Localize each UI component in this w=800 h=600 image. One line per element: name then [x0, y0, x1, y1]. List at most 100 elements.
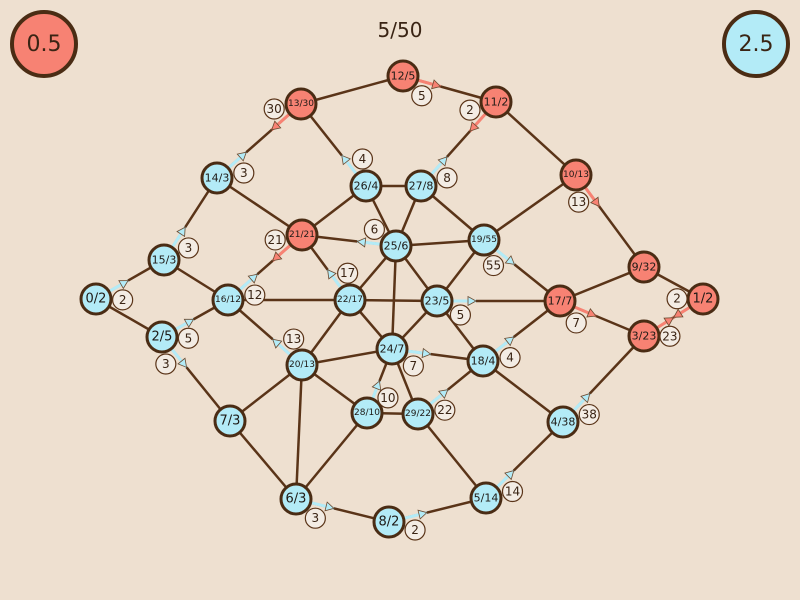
node-22-17[interactable]: 22/17	[333, 283, 367, 317]
node-9-32[interactable]: 9/32	[627, 250, 661, 284]
arrowhead-icon	[663, 317, 674, 327]
move-arrow-3-23-to-1-2	[655, 316, 675, 330]
arrowhead-icon	[431, 79, 442, 90]
red-score-badge: 0.5	[10, 10, 78, 78]
move-arrow-2-5-to-16-12	[174, 317, 195, 331]
node-label: 27/8	[409, 180, 434, 193]
edge-11-2-10-13	[495, 101, 577, 176]
node-29-22[interactable]: 29/22	[401, 397, 435, 431]
arrowhead-icon	[469, 121, 480, 132]
move-arrow-12-5-to-11-2	[417, 78, 442, 90]
move-arrow-27-8-to-11-2	[429, 155, 449, 176]
node-label: 21/21	[289, 230, 315, 240]
arrows-layer	[108, 78, 692, 520]
node-0-2[interactable]: 0/2	[79, 282, 113, 316]
arrowhead-icon	[272, 251, 283, 262]
arrow-value-label: 8	[443, 171, 451, 185]
arrowhead-icon	[324, 501, 335, 512]
move-arrow-29-22-to-18-4	[428, 388, 449, 406]
arrow-value-label: 5	[457, 308, 465, 322]
node-17-7[interactable]: 17/7	[543, 284, 577, 318]
arrow-value-badge: 2	[459, 99, 481, 121]
arrow-value-badge: 3	[233, 162, 255, 184]
move-arrow-19-55-to-17-7	[494, 248, 516, 266]
node-2-5[interactable]: 2/5	[145, 320, 179, 354]
arrow-value-label: 4	[506, 351, 514, 365]
nodes-layer[interactable]: 12/5 11/2 13/30 10/13 21/21 9/32 17/7 1/2 3/23 14…	[79, 59, 720, 539]
node-4-38[interactable]: 4/38	[546, 405, 580, 439]
node-5-14[interactable]: 5/14	[469, 481, 503, 515]
node-16-12[interactable]: 16/12	[211, 283, 245, 317]
move-arrow-6-3-to-8-2	[310, 501, 335, 512]
edge-28-10-6-3	[295, 412, 368, 500]
node-label: 2/5	[152, 330, 173, 345]
node-7-3[interactable]: 7/3	[213, 404, 247, 438]
node-label: 7/3	[220, 414, 241, 429]
arrow-value-label: 55	[486, 259, 501, 273]
arrow-value-label: 17	[340, 266, 355, 280]
node-13-30[interactable]: 13/30	[284, 87, 318, 121]
move-arrow-26-4-to-13-30	[340, 154, 358, 176]
arrow-value-badge: 8	[436, 167, 458, 189]
arrow-value-label: 5	[185, 331, 193, 345]
move-arrow-23-5-to-17-7	[452, 295, 477, 307]
arrow-value-badge: 3	[177, 237, 200, 259]
node-11-2[interactable]: 11/2	[479, 85, 513, 119]
node-20-13[interactable]: 20/13	[285, 348, 319, 382]
arrowhead-icon	[438, 389, 449, 400]
move-arrow-28-10-to-24-7	[371, 380, 382, 400]
node-6-3[interactable]: 6/3	[279, 482, 313, 516]
node-15-3[interactable]: 15/3	[147, 243, 181, 277]
node-label: 10/13	[563, 170, 589, 180]
node-24-7[interactable]: 24/7	[375, 332, 409, 366]
move-arrow-20-13-to-16-12	[271, 338, 292, 357]
node-label: 13/30	[288, 99, 314, 109]
arrowhead-icon	[417, 509, 428, 520]
arrow-value-label: 12	[247, 288, 262, 302]
move-arrow-13-30-to-14-3	[270, 112, 291, 131]
arrow-value-label: 3	[185, 241, 193, 255]
node-19-55[interactable]: 19/55	[467, 223, 501, 257]
node-21-21[interactable]: 21/21	[285, 218, 319, 252]
node-14-3[interactable]: 14/3	[200, 161, 234, 195]
node-27-8[interactable]: 27/8	[404, 169, 438, 203]
node-12-5[interactable]: 12/5	[386, 59, 420, 93]
node-10-13[interactable]: 10/13	[559, 158, 593, 192]
arrow-value-label: 7	[572, 316, 580, 330]
arrow-value-label: 3	[240, 166, 248, 180]
node-3-23[interactable]: 3/23	[627, 319, 661, 353]
node-label: 12/5	[391, 70, 416, 83]
move-arrow-21-21-to-16-12	[271, 243, 292, 262]
node-label: 18/4	[471, 355, 496, 368]
node-28-10[interactable]: 28/10	[350, 396, 384, 430]
node-26-4[interactable]: 26/4	[349, 169, 383, 203]
arrow-value-label: 4	[359, 152, 367, 166]
move-arrow-10-13-to-9-32	[583, 186, 601, 208]
node-label: 14/3	[205, 172, 230, 185]
arrowhead-icon	[503, 336, 515, 347]
arrowhead-icon	[673, 308, 684, 318]
arrow-value-badge: 13	[283, 328, 305, 350]
node-25-6[interactable]: 25/6	[379, 229, 413, 263]
node-label: 24/7	[380, 343, 405, 356]
node-8-2[interactable]: 8/2	[372, 505, 406, 539]
arrow-value-label: 23	[662, 329, 677, 343]
arrowhead-icon	[580, 393, 591, 404]
arrowhead-icon	[176, 226, 186, 238]
arrow-value-badge: 2	[404, 519, 426, 541]
arrow-value-badge: 4	[499, 347, 521, 369]
arrow-value-badge: 7	[402, 355, 424, 377]
arrow-value-label: 3	[162, 357, 170, 371]
arrowhead-icon	[272, 338, 283, 349]
node-1-2[interactable]: 1/2	[686, 282, 720, 316]
move-arrow-22-17-to-21-21	[326, 268, 343, 289]
move-arrow-16-12-to-21-21	[238, 273, 259, 292]
node-23-5[interactable]: 23/5	[420, 284, 454, 318]
node-label: 23/5	[425, 295, 450, 308]
node-18-4[interactable]: 18/4	[466, 344, 500, 378]
node-label: 8/2	[379, 515, 400, 530]
arrow-value-label: 6	[371, 222, 379, 236]
move-arrow-1-2-to-3-23	[672, 305, 692, 319]
